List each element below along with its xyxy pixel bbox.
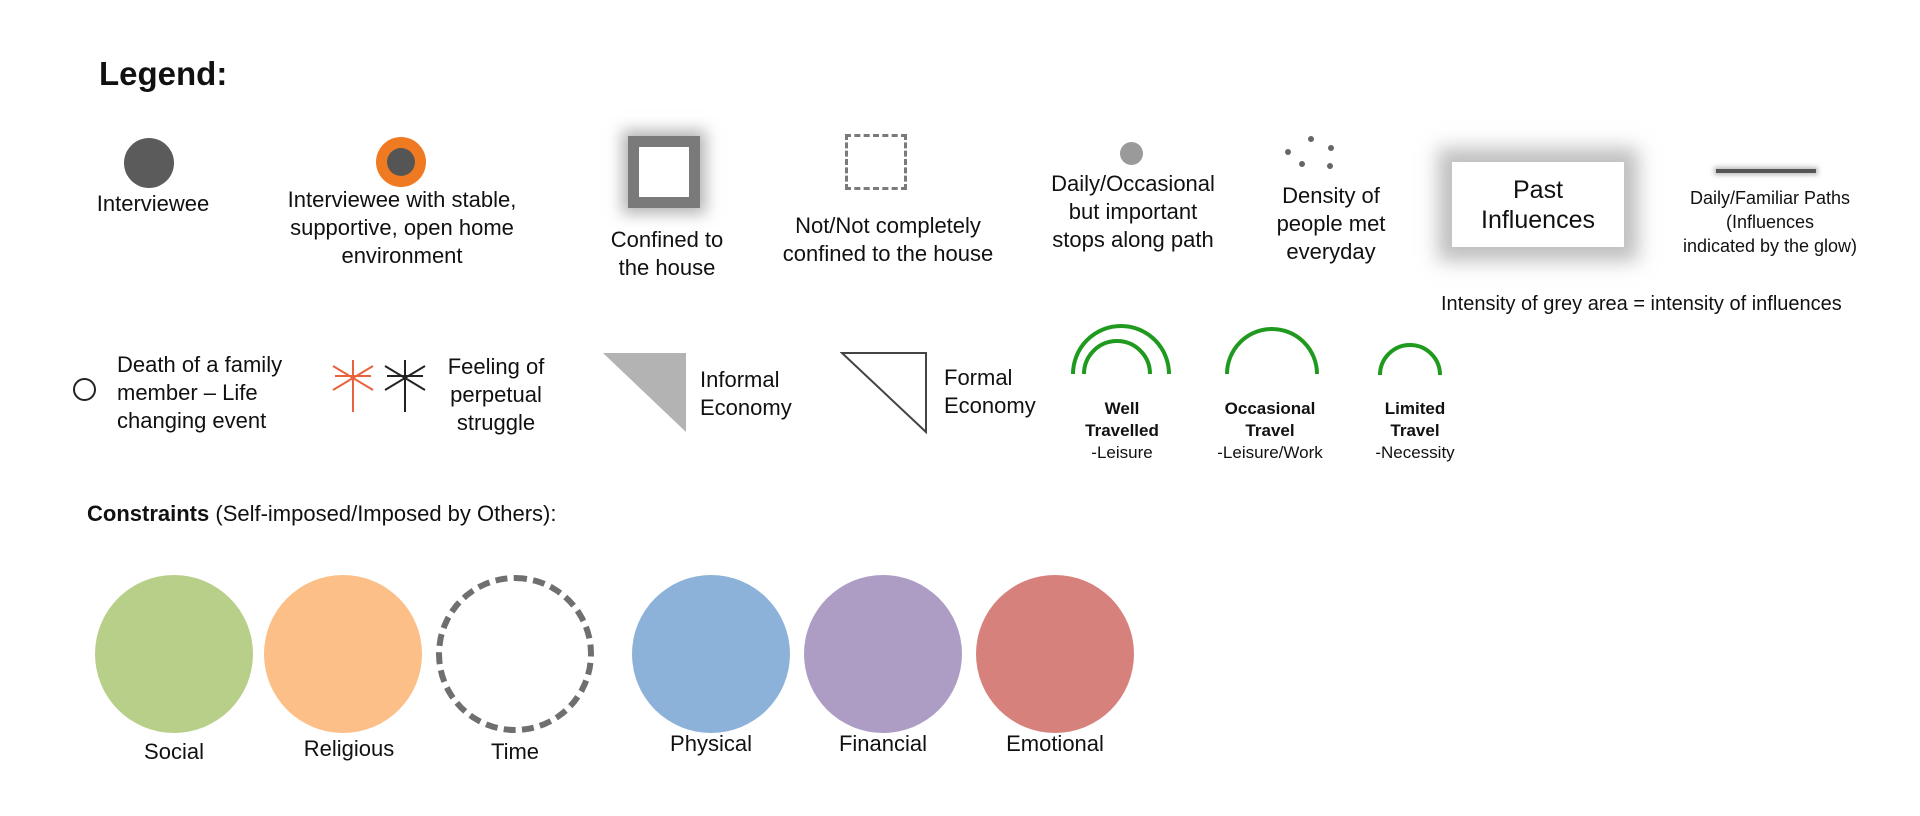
social-constraint-circle	[95, 575, 253, 733]
financial-constraint-circle	[804, 575, 962, 733]
struggle-label: Feeling of perpetual struggle	[447, 354, 545, 435]
legend-title: Legend:	[99, 55, 228, 92]
supportive-interviewee-dot-icon	[376, 137, 426, 187]
physical-constraint-label: Physical	[670, 731, 752, 756]
confined-house-icon	[628, 136, 700, 208]
formal-economy-label: Formal Economy	[944, 365, 1036, 418]
religious-constraint-label: Religious	[303, 736, 395, 761]
familiar-path-line-icon	[1716, 169, 1816, 173]
familiar-paths-label: Daily/Familiar Paths (Influences indicat…	[1682, 188, 1858, 256]
not-confined-house-label: Not/Not completely confined to the house	[782, 213, 994, 266]
formal-economy-triangle-icon	[840, 352, 927, 435]
confined-house-label: Confined to the house	[610, 227, 724, 280]
supportive-interviewee-label: Interviewee with stable, supportive, ope…	[287, 187, 517, 268]
not-confined-house-icon	[845, 134, 907, 190]
limited-travel-label: Limited Travel -Necessity	[1375, 399, 1455, 462]
interviewee-dot-icon	[124, 138, 174, 188]
religious-constraint-circle	[264, 575, 422, 733]
physical-constraint-circle	[632, 575, 790, 733]
constraints-heading: Constraints (Self-imposed/Imposed by Oth…	[87, 501, 557, 526]
time-constraint-circle	[436, 575, 594, 733]
death-event-label: Death of a family member – Life changing…	[117, 352, 283, 433]
time-constraint-label: Time	[490, 739, 540, 764]
well-travelled-label: Well Travelled -Leisure	[1085, 399, 1159, 462]
density-dots-icon	[1285, 136, 1334, 169]
emotional-constraint-circle	[976, 575, 1134, 733]
death-event-circle-icon	[73, 378, 96, 401]
occasional-travel-arc-icon	[1225, 327, 1319, 375]
occasional-travel-label: Occasional Travel -Leisure/Work	[1217, 399, 1323, 462]
stop-dot-icon	[1120, 142, 1143, 165]
informal-economy-label: Informal Economy	[700, 367, 792, 420]
intensity-note: Intensity of grey area = intensity of in…	[1441, 293, 1842, 315]
social-constraint-label: Social	[144, 739, 204, 764]
emotional-constraint-label: Emotional	[1006, 731, 1104, 756]
financial-constraint-label: Financial	[838, 731, 928, 756]
interviewee-label: Interviewee	[96, 191, 210, 216]
struggle-icon	[332, 360, 426, 412]
stops-label: Daily/Occasional but important stops alo…	[1051, 171, 1215, 252]
well-travelled-arc-icon	[1071, 324, 1171, 375]
limited-travel-arc-icon	[1378, 343, 1442, 376]
density-label: Density of people met everyday	[1276, 183, 1386, 264]
informal-economy-triangle-icon	[603, 353, 686, 432]
past-influences-box: Past Influences	[1452, 162, 1624, 247]
